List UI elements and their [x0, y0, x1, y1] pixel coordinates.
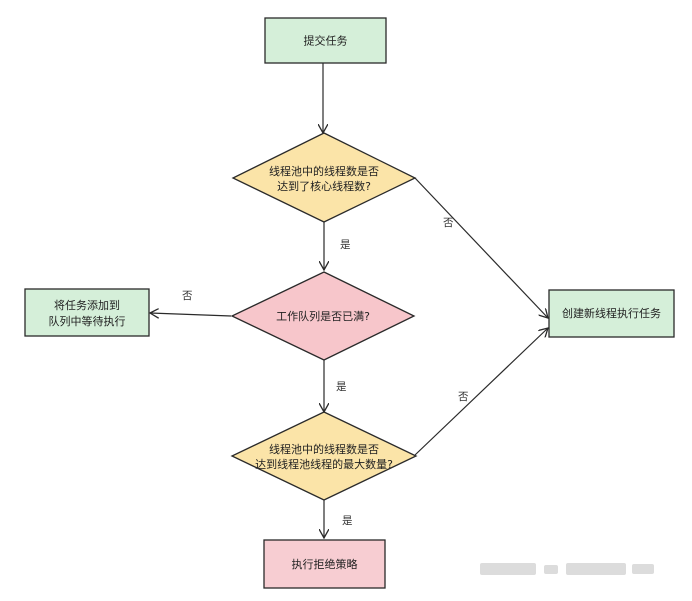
node-add-to-queue: 将任务添加到 队列中等待执行 [24, 288, 150, 337]
watermark [480, 563, 654, 575]
edge-queue-to-add [150, 313, 232, 316]
node-core-check-line-1: 线程池中的线程数是否 [269, 164, 379, 178]
edge-max-to-create [414, 328, 548, 456]
node-max-check-line-2: 达到线程池线程的最大数量? [255, 457, 393, 471]
node-submit-task-label: 提交任务 [304, 34, 348, 48]
node-submit-task: 提交任务 [264, 17, 387, 64]
edge-label-queue-no: 否 [182, 290, 193, 302]
node-add-to-queue-line-2: 队列中等待执行 [49, 314, 126, 328]
edge-label-core-no: 否 [443, 217, 454, 229]
node-add-to-queue-line-1: 将任务添加到 [54, 298, 120, 312]
node-create-thread: 创建新线程执行任务 [548, 289, 675, 338]
node-queue-check-label: 工作队列是否已满? [276, 309, 370, 323]
edge-core-to-create [414, 177, 548, 318]
edge-label-max-no: 否 [458, 391, 469, 403]
node-max-thread-check: 线程池中的线程数是否 达到线程池线程的最大数量? [230, 411, 418, 501]
node-core-check-line-2: 达到了核心线程数? [277, 179, 371, 193]
edge-label-core-yes: 是 [340, 239, 351, 251]
node-reject-label: 执行拒绝策略 [292, 557, 358, 571]
node-max-check-line-1: 线程池中的线程数是否 [269, 442, 379, 456]
node-create-thread-label: 创建新线程执行任务 [562, 306, 661, 320]
edge-label-max-yes: 是 [342, 515, 353, 527]
edge-label-queue-yes: 是 [336, 381, 347, 393]
node-queue-full-check: 工作队列是否已满? [230, 271, 416, 361]
node-reject-policy: 执行拒绝策略 [263, 539, 386, 589]
node-core-thread-check: 线程池中的线程数是否 达到了核心线程数? [231, 132, 417, 223]
